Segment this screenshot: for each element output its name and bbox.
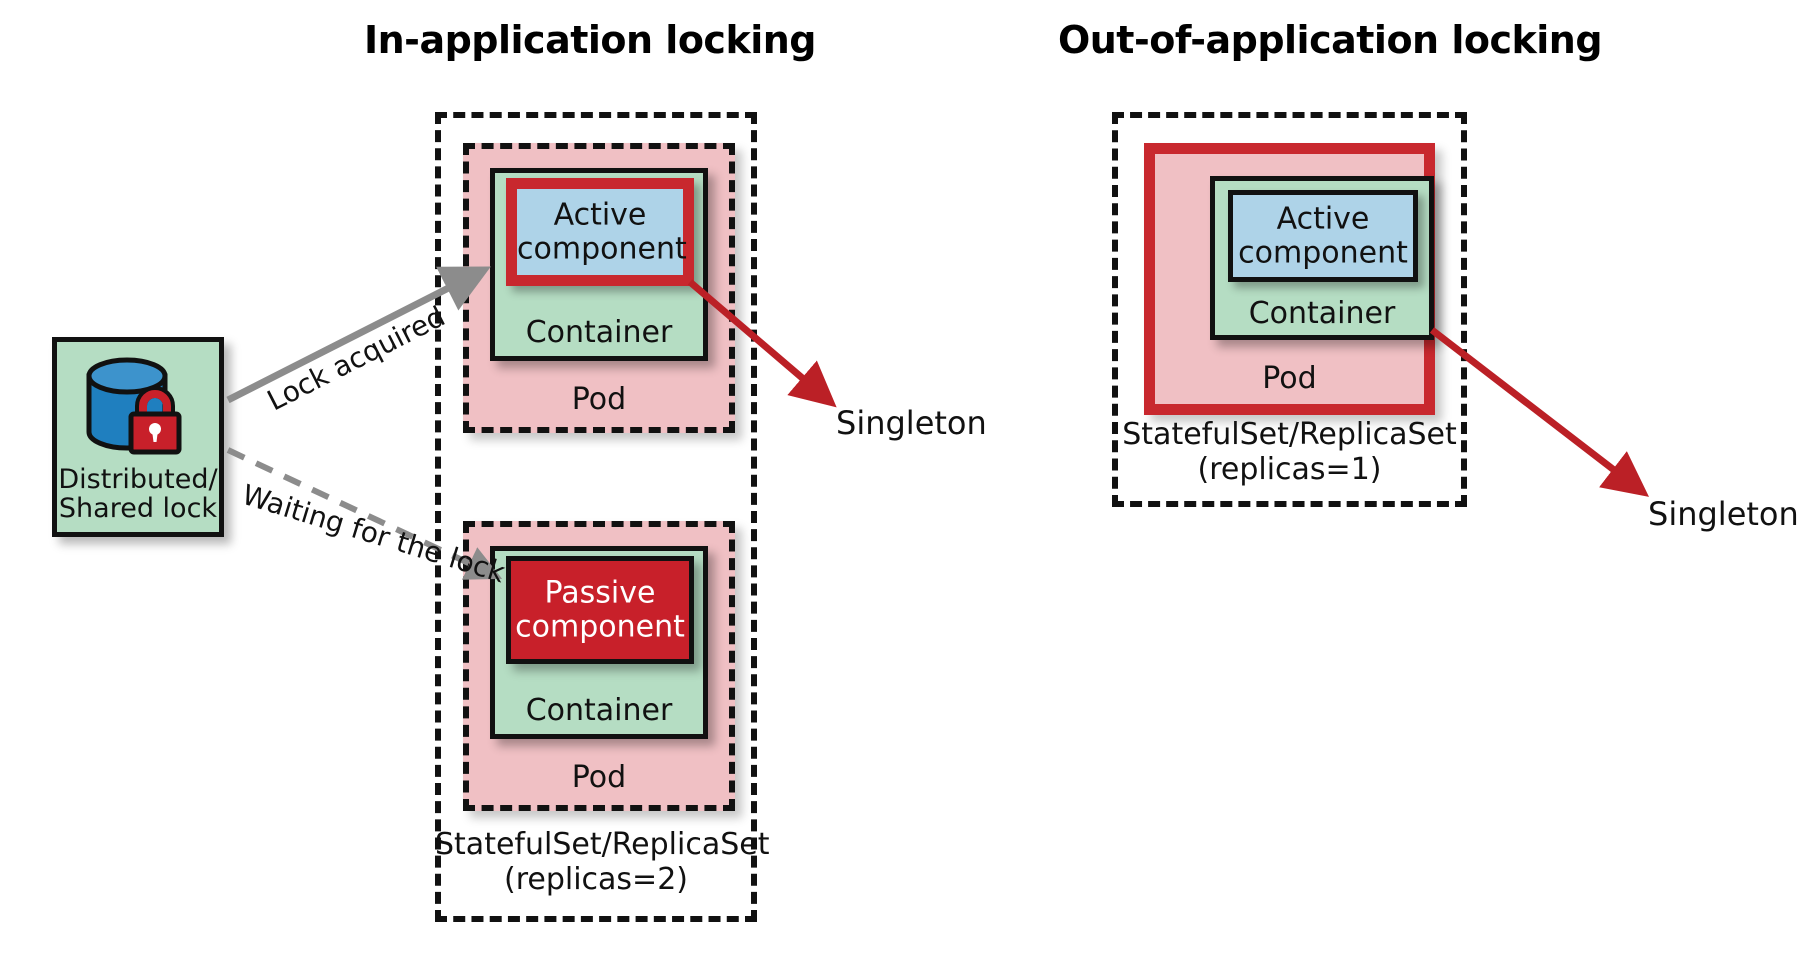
pod-label: Pod	[571, 760, 627, 796]
container-label: Container	[525, 315, 673, 351]
lock-acquired-label: Lock acquired	[262, 299, 451, 418]
component-label: Active component	[517, 197, 687, 266]
right-singleton-label: Singleton	[1648, 495, 1799, 533]
distributed-shared-lock-box[interactable]: Distributed/ Shared lock	[52, 337, 224, 537]
right-statefulset-label: StatefulSet/ReplicaSet (replicas=1)	[1122, 417, 1457, 487]
pod-label: Pod	[571, 382, 627, 418]
lock-box-caption: Distributed/ Shared lock	[58, 463, 218, 525]
right-statefulset-boundary	[1112, 112, 1467, 507]
container-label: Container	[1248, 296, 1396, 332]
right-active-component[interactable]: Active component	[1228, 190, 1418, 282]
right-panel-title: Out-of-application locking	[1057, 18, 1603, 62]
database-icon	[86, 357, 182, 455]
pod-label: Pod	[1262, 361, 1317, 397]
left-statefulset-label: StatefulSet/ReplicaSet (replicas=2)	[435, 827, 770, 897]
left-passive-component[interactable]: Passive component	[506, 556, 694, 664]
component-label: Passive component	[515, 575, 685, 644]
left-panel-title: In-application locking	[363, 18, 817, 62]
left-singleton-label: Singleton	[836, 404, 987, 442]
container-label: Container	[525, 693, 673, 729]
component-label: Active component	[1238, 201, 1408, 270]
left-active-component[interactable]: Active component	[506, 178, 694, 286]
